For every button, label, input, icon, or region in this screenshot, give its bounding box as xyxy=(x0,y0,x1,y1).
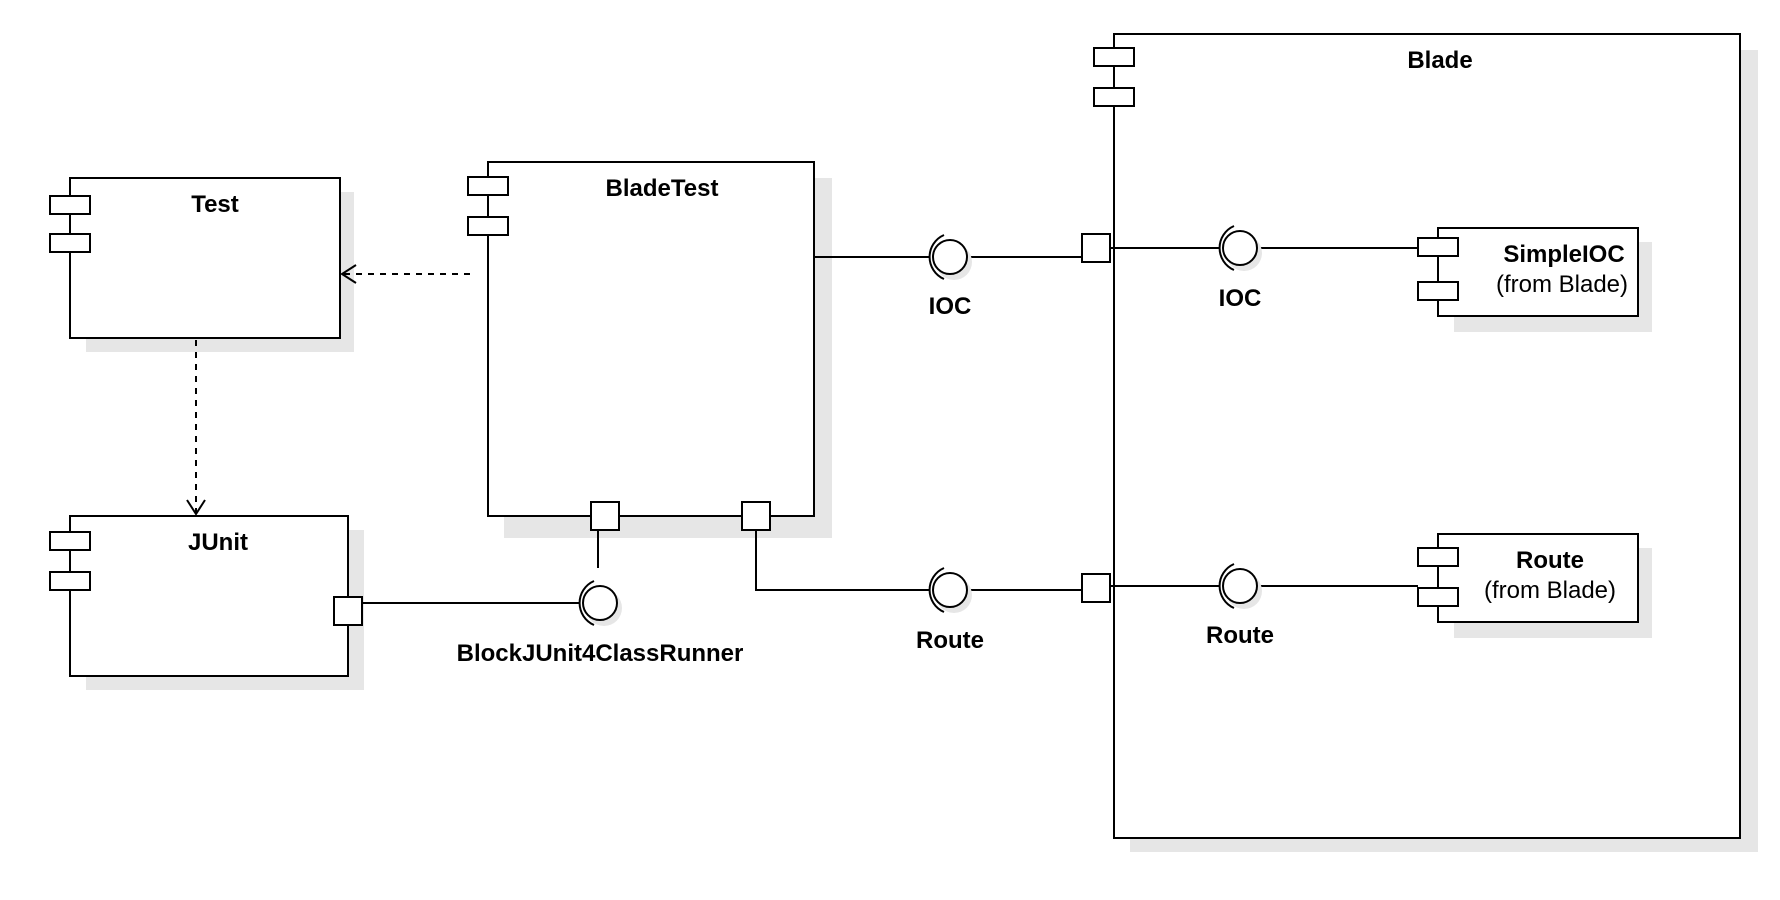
component-icon xyxy=(49,531,91,551)
component-icon xyxy=(1417,237,1459,257)
interface-ioc-inner-label: IOC xyxy=(1219,285,1262,312)
component-simpleioc-title: SimpleIOC xyxy=(1503,241,1624,268)
interface-runner-label: BlockJUnit4ClassRunner xyxy=(457,640,744,667)
interface-route-inner[interactable]: Route xyxy=(1110,563,1418,649)
dependency-test-to-junit[interactable] xyxy=(186,340,206,516)
dependency-bladetest-to-test[interactable] xyxy=(340,264,470,284)
component-icon xyxy=(1417,281,1459,301)
component-blade-title: Blade xyxy=(1407,47,1472,74)
component-icon xyxy=(1093,87,1135,107)
provided-interface-icon xyxy=(932,239,968,275)
required-interface-socket xyxy=(928,567,945,613)
open-arrow-icon xyxy=(186,499,206,516)
component-route-origin: (from Blade) xyxy=(1484,577,1616,604)
blade-port-ioc[interactable] xyxy=(1081,233,1111,263)
interface-ioc-outer-label: IOC xyxy=(929,293,972,320)
component-icon xyxy=(467,176,509,196)
interface-route-outer-label: Route xyxy=(916,627,984,654)
component-bladetest[interactable]: BladeTest xyxy=(467,161,832,538)
component-route-title: Route xyxy=(1516,547,1584,574)
interface-runner[interactable]: BlockJUnit4ClassRunner xyxy=(362,530,743,667)
component-test[interactable]: Test xyxy=(49,177,354,352)
component-test-title: Test xyxy=(191,191,239,218)
interface-ioc-outer[interactable]: IOC xyxy=(814,234,1082,320)
provided-interface-icon xyxy=(1222,568,1258,604)
component-icon xyxy=(49,571,91,591)
component-route[interactable]: Route (from Blade) xyxy=(1417,533,1652,638)
component-simpleioc-origin: (from Blade) xyxy=(1496,271,1628,298)
blade-port-route[interactable] xyxy=(1081,573,1111,603)
component-junit[interactable]: JUnit xyxy=(49,515,364,690)
interface-ioc-inner[interactable]: IOC xyxy=(1110,225,1418,312)
component-icon xyxy=(49,195,91,215)
open-arrow-icon xyxy=(340,264,357,284)
junit-port[interactable] xyxy=(333,596,363,626)
component-icon xyxy=(467,216,509,236)
required-interface-socket xyxy=(1218,563,1235,609)
component-blade[interactable]: Blade xyxy=(1081,33,1758,852)
component-icon xyxy=(49,233,91,253)
required-interface-socket xyxy=(928,234,945,280)
required-interface-socket xyxy=(1218,225,1235,271)
interface-route-inner-label: Route xyxy=(1206,622,1274,649)
component-junit-title: JUnit xyxy=(188,529,248,556)
component-icon xyxy=(1417,587,1459,607)
component-icon xyxy=(1417,547,1459,567)
interface-route-outer[interactable]: Route xyxy=(755,530,1082,654)
component-simpleioc[interactable]: SimpleIOC (from Blade) xyxy=(1417,227,1652,332)
provided-interface-icon xyxy=(932,572,968,608)
component-icon xyxy=(1093,47,1135,67)
component-bladetest-title: BladeTest xyxy=(606,175,719,202)
bladetest-port-route[interactable] xyxy=(741,501,771,531)
provided-interface-icon xyxy=(1222,230,1258,266)
provided-interface-icon xyxy=(582,585,618,621)
bladetest-port-runner[interactable] xyxy=(590,501,620,531)
required-interface-socket xyxy=(578,580,595,626)
